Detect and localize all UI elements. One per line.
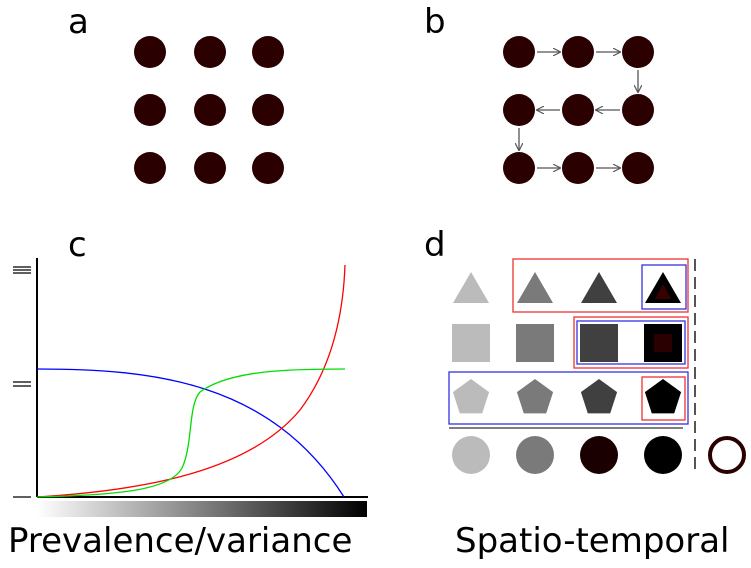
highlight-box-blue-row2: [576, 320, 686, 365]
green-curve: [36, 368, 346, 498]
circle-shape: [580, 436, 618, 474]
dot: [194, 94, 226, 126]
pentagon-shape: [452, 379, 490, 414]
pentagon-shape: [580, 379, 618, 414]
dot: [503, 94, 535, 126]
dot: [562, 36, 594, 68]
dot: [503, 152, 535, 184]
dot: [252, 152, 284, 184]
dot: [134, 36, 166, 68]
red-curve: [36, 264, 346, 498]
dot: [134, 152, 166, 184]
dot: [622, 94, 654, 126]
triangle-shape: [453, 272, 489, 303]
gradient-bar: [37, 501, 367, 517]
pentagon-shape: [644, 379, 682, 414]
highlight-box-red-row1: [512, 258, 689, 313]
panel-b-dot-path: [503, 36, 654, 184]
highlight-box-red-row2: [573, 316, 689, 369]
dot: [503, 36, 535, 68]
dot: [252, 94, 284, 126]
empty-ring: [708, 436, 746, 474]
inner-square: [654, 334, 672, 352]
triangle-shape: [581, 272, 617, 303]
inner-triangle: [655, 284, 671, 299]
panel-d-shape-grid: [448, 258, 746, 474]
dot: [194, 36, 226, 68]
square-shape: [516, 324, 554, 362]
dot: [622, 152, 654, 184]
triangle-shape: [517, 272, 553, 303]
square-shape: [580, 324, 618, 362]
highlight-box-blue-row1: [641, 264, 687, 310]
circle-shape: [452, 436, 490, 474]
highlight-box-blue-row3: [448, 371, 689, 425]
circle-shape: [644, 436, 682, 474]
circle-shape: [516, 436, 554, 474]
panel-a-dot-grid: [134, 36, 284, 184]
highlight-box-red-row3: [641, 376, 686, 421]
pentagon-shape: [516, 379, 554, 414]
panel-c-plot: Prevalence/variance: [8, 258, 368, 561]
dot: [134, 94, 166, 126]
dot: [194, 152, 226, 184]
panel-label-b: b: [424, 2, 446, 42]
dot: [622, 36, 654, 68]
caption-spatio-temporal: Spatio-temporal: [455, 521, 730, 561]
dot: [562, 152, 594, 184]
square-shape: [452, 324, 490, 362]
panel-label-c: c: [68, 225, 87, 265]
caption-prevalence-variance: Prevalence/variance: [8, 521, 352, 561]
dot: [252, 36, 284, 68]
panel-label-d: d: [424, 225, 446, 265]
panel-label-a: a: [68, 2, 89, 42]
y-tick-marks: [13, 266, 31, 498]
dot: [562, 94, 594, 126]
